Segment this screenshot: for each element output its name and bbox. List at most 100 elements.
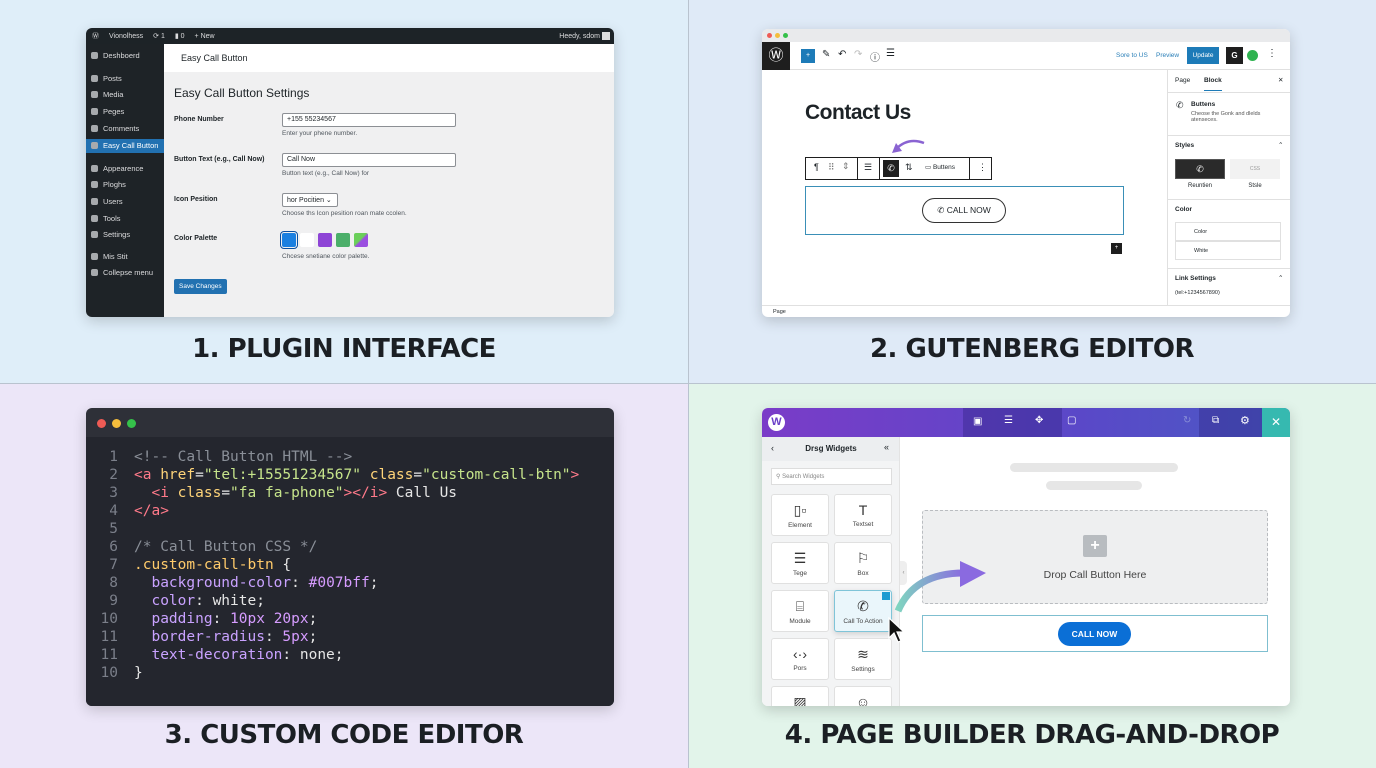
close-icon[interactable]: ✕ [1262,408,1290,437]
preview-icon[interactable]: ⧉ [1212,415,1220,426]
plugin-button[interactable]: G [1226,47,1243,64]
maximize-dot[interactable] [127,419,136,428]
swatch-blue[interactable] [280,231,298,249]
tab-page[interactable]: Page [1175,77,1191,84]
more-options-icon[interactable]: ⋮ [978,162,987,172]
jetpack-icon[interactable] [1247,50,1258,61]
sidebar-item[interactable]: Easy Call Button [86,139,164,153]
minimize-dot[interactable] [775,33,780,38]
wordpress-logo-icon[interactable]: W [768,414,785,431]
layout-icon[interactable]: ▣ [973,416,983,427]
history-icon[interactable]: ↻ [1183,415,1192,426]
widget-tile[interactable]: ☰Tege [771,542,829,584]
wordpress-logo-icon[interactable]: Ⓦ [762,42,790,70]
comments-link[interactable]: ▮ 0 [174,33,185,40]
buttons-block-button[interactable]: ▭ Buttens [925,164,955,171]
chevron-up-icon[interactable]: ⌃ [1278,275,1284,282]
swatch-gradient[interactable] [354,233,368,247]
style-option-selected[interactable]: ✆ [1175,159,1225,179]
panel-toggle[interactable]: ‹ [900,561,907,585]
search-widgets-input[interactable]: ⚲ Search Widgets [771,468,892,485]
preview-button[interactable]: Preview [1156,52,1180,59]
close-icon[interactable]: ✕ [1278,77,1284,84]
new-link[interactable]: + New [194,32,215,40]
navigator-icon[interactable]: ✥ [1035,415,1044,426]
align-icon[interactable]: ☰ [864,162,873,172]
widget-tile[interactable]: ≋Settings [834,638,892,680]
greeting[interactable]: Heedy, sdom [559,32,600,40]
back-icon[interactable]: ‹ [771,443,774,453]
update-button[interactable]: Update [1187,47,1219,64]
sidebar-item[interactable]: Posts [86,72,164,86]
sidebar-item[interactable]: Settings [86,228,164,242]
responsive-icon[interactable]: ▢ [1067,415,1077,426]
pencil-icon[interactable]: ✎ [822,49,831,60]
widget-tile[interactable]: ☺ [834,686,892,706]
color-option[interactable]: Color [1175,222,1281,241]
drag-handle-icon[interactable]: ⠿ [828,162,835,172]
move-icon[interactable]: ⇕ [842,161,850,171]
drop-zone[interactable]: + Drop Call Button Here [922,510,1268,604]
widget-tile[interactable]: ▯▫Element [771,494,829,536]
close-dot[interactable] [767,33,772,38]
call-now-button[interactable]: ✆ CALL NOW [922,198,1006,223]
code-area[interactable]: 1<!-- Call Button HTML -->2<a href="tel:… [86,437,614,706]
tab-block[interactable]: Block [1204,77,1222,91]
save-draft-button[interactable]: Sore to US [1116,52,1148,59]
sidebar-item[interactable]: Ploghs [86,178,164,192]
close-dot[interactable] [97,419,106,428]
updates-link[interactable]: ⟳ 1 [153,33,165,40]
phone-input[interactable]: +155 55234567 [282,113,456,127]
paragraph-icon[interactable]: ¶ [814,162,819,172]
swatch-white[interactable] [300,233,314,247]
save-changes-button[interactable]: Save Changes [174,279,227,294]
block-appender-icon[interactable]: + [1111,243,1122,254]
widget-tile[interactable]: ‹·›Pors [771,638,829,680]
widget-tile[interactable]: ▨ [771,686,829,706]
buttons-block[interactable]: ✆ CALL NOW [805,186,1124,235]
minimize-dot[interactable] [112,419,121,428]
widget-tile[interactable]: ⌸Module [771,590,829,632]
sidebar-item[interactable]: Comments [86,122,164,136]
color-option[interactable]: White [1175,241,1281,260]
swatch-green[interactable] [336,233,350,247]
site-name-link[interactable]: Vionolhess [109,32,144,40]
sections-icon[interactable]: ☰ [1004,415,1013,426]
maximize-dot[interactable] [783,33,788,38]
sidebar-item[interactable]: Peges [86,105,164,119]
call-button-section[interactable]: CALL NOW [922,615,1268,652]
list-view-icon[interactable]: ☰ [886,48,895,59]
button-text-input[interactable]: Call Now [282,153,456,167]
call-now-button[interactable]: CALL NOW [1058,622,1131,646]
phone-icon[interactable]: ✆ [883,160,899,177]
post-heading[interactable]: Contact Us [805,101,911,124]
settings-icon[interactable]: ⚙ [1240,415,1250,427]
collapse-icon[interactable]: « [884,442,890,452]
sidebar-item[interactable]: Tools [86,212,164,226]
avatar[interactable] [602,32,610,40]
style-option-alt[interactable]: CSS [1230,159,1280,179]
block-inserter-button[interactable]: + [801,49,815,63]
wordpress-logo-icon[interactable]: Ⓦ [92,33,99,40]
sidebar-item[interactable]: Deshboerd [86,49,164,63]
sidebar-item[interactable]: Appearence [86,162,164,176]
link-value[interactable]: (tel:+1234567890) [1175,290,1220,296]
widget-tile[interactable]: ✆Call To Action [834,590,892,632]
sidebar-item[interactable]: Users [86,195,164,209]
styles-heading[interactable]: Styles [1175,142,1195,149]
link-settings-heading[interactable]: Link Settings [1175,275,1216,282]
sidebar-item[interactable]: Mis Stit [86,250,164,264]
redo-icon[interactable]: ↷ [854,49,863,60]
breadcrumb[interactable]: Page [773,309,786,315]
more-options-icon[interactable]: ⋮ [1267,48,1277,59]
sidebar-item[interactable]: Media [86,88,164,102]
swatch-purple[interactable] [318,233,332,247]
widget-tile[interactable]: ⚐Box [834,542,892,584]
sidebar-item[interactable]: Collepse menu [86,266,164,280]
icon-position-select[interactable]: hor Pocitien ⌄ [282,193,338,207]
chevron-up-icon[interactable]: ⌃ [1278,142,1284,149]
undo-icon[interactable]: ↶ [838,49,847,60]
transform-icon[interactable]: ⇅ [905,162,913,172]
info-icon[interactable]: ⓘ [870,53,880,64]
